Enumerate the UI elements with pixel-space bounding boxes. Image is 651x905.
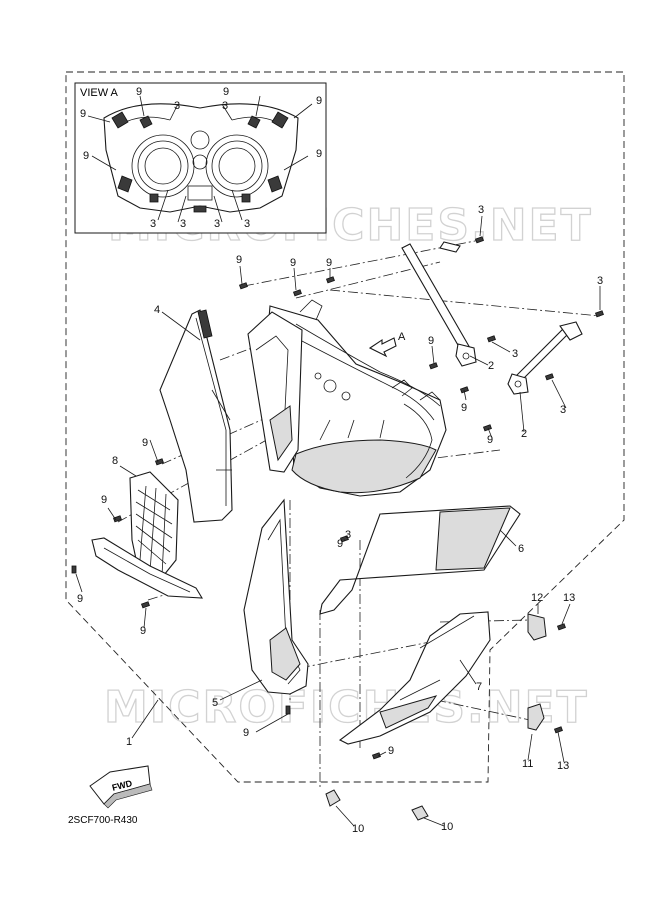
fwd-label: FWD <box>111 778 134 793</box>
callout: 4 <box>154 304 160 316</box>
side-panel-upper <box>319 505 521 615</box>
watermark: MICROFICHES.NET MICROFICHES.NET <box>103 199 591 733</box>
callout: 13 <box>557 760 569 772</box>
lower-cowl <box>243 498 309 695</box>
inset-callout: 3 <box>174 100 180 112</box>
side-panel-lower <box>338 611 491 745</box>
callout: 10 <box>352 823 364 835</box>
stay-right <box>507 321 583 395</box>
callout: 9 <box>461 402 467 414</box>
callout: 9 <box>101 494 107 506</box>
callout: 8 <box>112 455 118 467</box>
callout: 9 <box>326 257 332 269</box>
callout: 12 <box>531 592 543 604</box>
inset-callout: 3 <box>244 218 250 230</box>
leaders <box>75 215 601 827</box>
drawing-code: 2SCF700-R430 <box>68 815 138 826</box>
inset-callout: 3 <box>180 218 186 230</box>
callout: 11 <box>522 758 533 770</box>
inset-callout: 3 <box>222 100 228 112</box>
lower-bracket-left <box>91 537 204 599</box>
callout: 1 <box>126 736 132 748</box>
callout: 9 <box>243 727 249 739</box>
view-arrow-a: A <box>368 331 406 358</box>
callout: 5 <box>212 697 218 709</box>
inset-title: VIEW A <box>80 87 119 99</box>
inset-callouts: 9 9 9 9 3 3 9 9 3 3 3 3 <box>80 86 322 230</box>
callout: 10 <box>441 821 453 833</box>
inset-callout: 9 <box>316 95 322 107</box>
callout: 9 <box>77 593 83 605</box>
stay-upper <box>401 241 477 367</box>
callout: 9 <box>236 254 242 266</box>
small-brackets <box>527 613 547 731</box>
callout: 3 <box>512 348 518 360</box>
callout: 9 <box>487 434 493 446</box>
callout: 2 <box>521 428 527 440</box>
watermark-text-bottom: MICROFICHES.NET <box>104 682 589 733</box>
callout: 2 <box>488 360 494 372</box>
callout: 3 <box>597 275 603 287</box>
view-a-inset: VIEW A 9 9 9 9 3 3 9 9 3 3 3 <box>74 82 327 234</box>
callout: 3 <box>478 204 484 216</box>
callout: 9 <box>140 625 146 637</box>
assembly-boundary <box>65 71 625 783</box>
fwd-arrow: FWD <box>89 765 153 809</box>
callout: 6 <box>518 543 524 555</box>
headlight-assembly <box>247 299 447 497</box>
callout: 13 <box>563 592 575 604</box>
callout: 9 <box>337 538 343 550</box>
inset-callout: 3 <box>150 218 156 230</box>
windscreen <box>159 309 233 523</box>
inset-callout: 9 <box>316 148 322 160</box>
callout: 3 <box>345 529 351 541</box>
bolts <box>71 236 604 760</box>
callout: 9 <box>290 257 296 269</box>
inset-callout: 9 <box>80 108 86 120</box>
callout: 9 <box>388 745 394 757</box>
inset-callout: 9 <box>83 150 89 162</box>
clips <box>325 789 429 821</box>
mesh-grille <box>129 471 179 581</box>
inset-callout: 9 <box>136 86 142 98</box>
inset-callout: 9 <box>223 86 229 98</box>
callout: 9 <box>142 437 148 449</box>
callout: 7 <box>476 681 482 693</box>
inset-callout: 3 <box>214 218 220 230</box>
callouts: 3 9 9 9 4 3 3 2 9 3 2 9 9 9 3 9 8 9 6 9 … <box>77 204 603 835</box>
view-arrow-label: A <box>398 331 406 343</box>
callout: 3 <box>560 404 566 416</box>
callout: 9 <box>428 335 434 347</box>
